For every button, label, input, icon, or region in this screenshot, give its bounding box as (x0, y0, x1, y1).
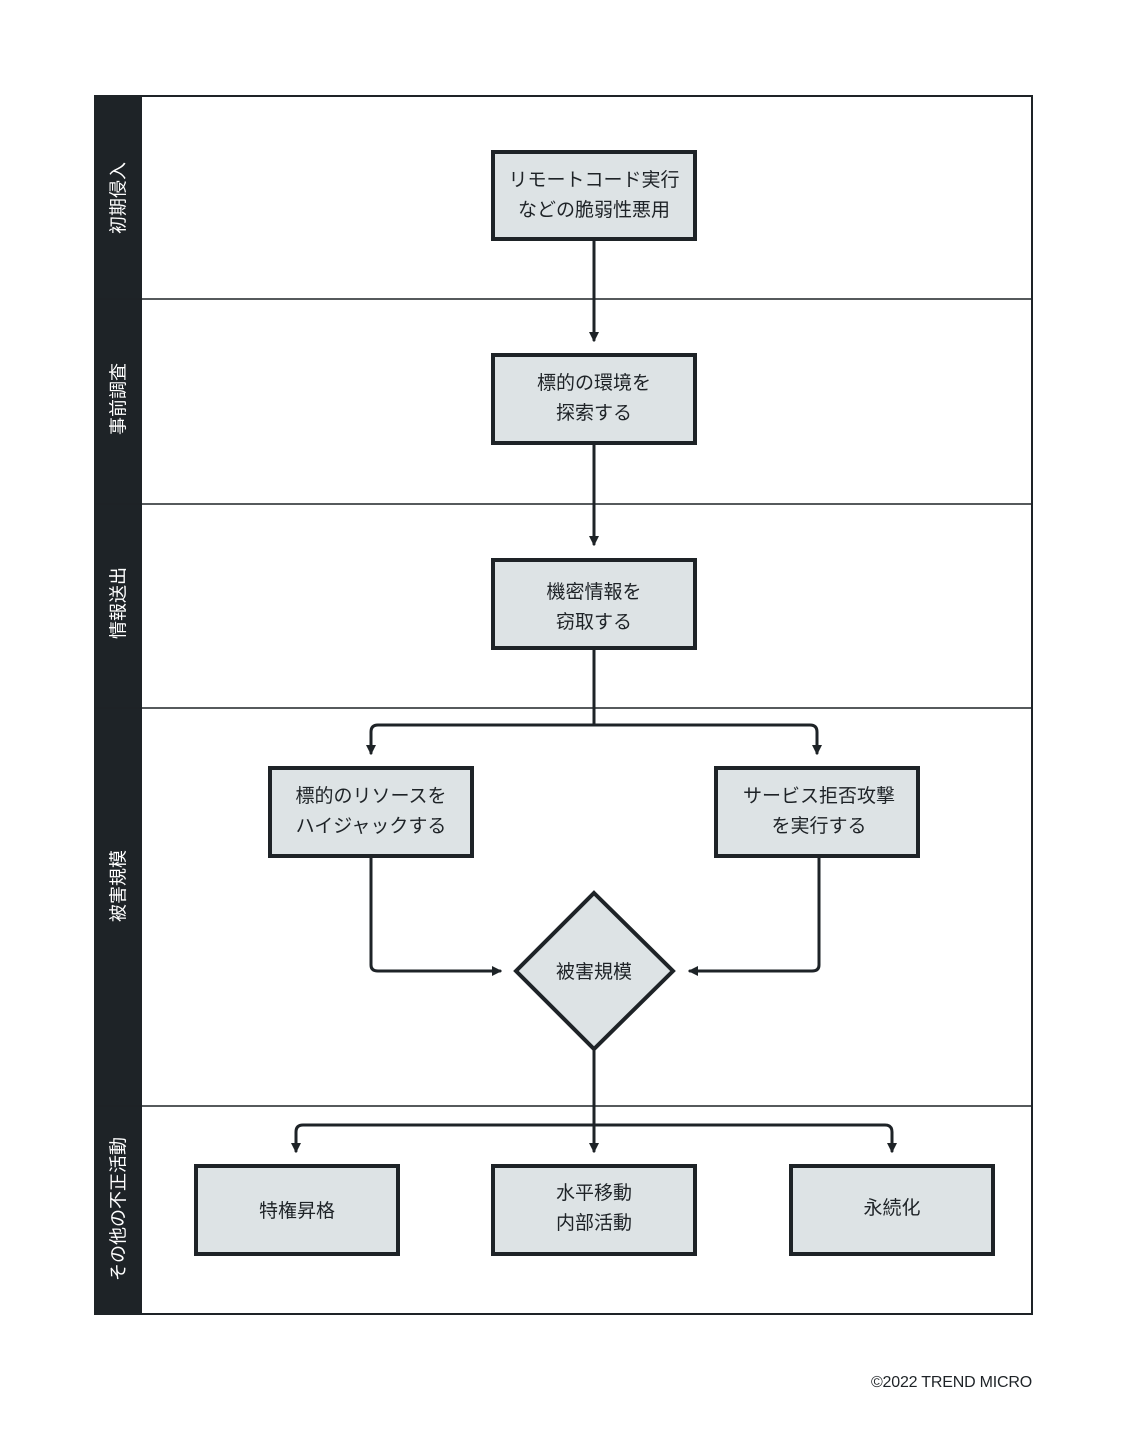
node-persist-label: 永続化 (863, 1197, 920, 1219)
lane-label-other: その他の不正活動 (109, 1137, 130, 1281)
flow-arrow-hijack-to-decision (369, 856, 502, 976)
node-steal-line-2: 窃取する (556, 611, 632, 633)
node-rce-line-1: リモートコード実行 (508, 169, 679, 191)
node-privesc: 特権昇格 (194, 1164, 400, 1256)
lane-label-initial: 初期侵入 (109, 162, 130, 234)
node-lateral-line-1: 水平移動 (556, 1182, 632, 1204)
node-lateral-line-2: 内部活動 (556, 1212, 632, 1234)
node-steal-line-1: 機密情報を (546, 581, 641, 603)
lane-label-impact: 被害規模 (109, 850, 130, 922)
node-explore: 標的の環境を 探索する (491, 353, 697, 445)
node-dos: サービス拒否攻撃 を実行する (714, 766, 920, 858)
node-steal: 機密情報を 窃取する (491, 558, 697, 650)
node-privesc-label: 特権昇格 (259, 1200, 335, 1222)
flow-arrow-decision-to-persist (592, 1123, 897, 1153)
node-lateral: 水平移動 内部活動 (491, 1164, 697, 1256)
lane-label-recon: 事前調査 (109, 363, 130, 435)
node-dos-line-2: を実行する (771, 815, 866, 837)
flow-arrow-steal-to-dos (592, 723, 822, 755)
flow-arrow-dos-to-decision (688, 856, 821, 976)
node-explore-line-2: 探索する (556, 402, 632, 424)
node-rce-line-2: などの脆弱性悪用 (518, 199, 670, 221)
node-explore-line-1: 標的の環境を (537, 372, 651, 394)
node-decision-label: 被害規模 (556, 961, 632, 983)
flow-arrow-steal-to-hijack (366, 723, 596, 755)
node-hijack: 標的のリソースを ハイジャックする (268, 766, 474, 858)
lane-label-exfil: 情報送出 (109, 567, 130, 639)
lane-header-bar (95, 96, 142, 1314)
node-decision: 被害規模 (513, 890, 676, 1052)
node-rce: リモートコード実行 などの脆弱性悪用 (491, 150, 697, 241)
flow-arrow-decision-to-privesc (291, 1123, 596, 1153)
node-hijack-line-2: ハイジャックする (296, 815, 447, 837)
copyright-text: ©2022 TREND MICRO (870, 1374, 1032, 1391)
node-persist: 永続化 (789, 1164, 995, 1256)
node-hijack-line-1: 標的のリソースを (295, 785, 446, 807)
node-dos-line-1: サービス拒否攻撃 (743, 785, 895, 807)
